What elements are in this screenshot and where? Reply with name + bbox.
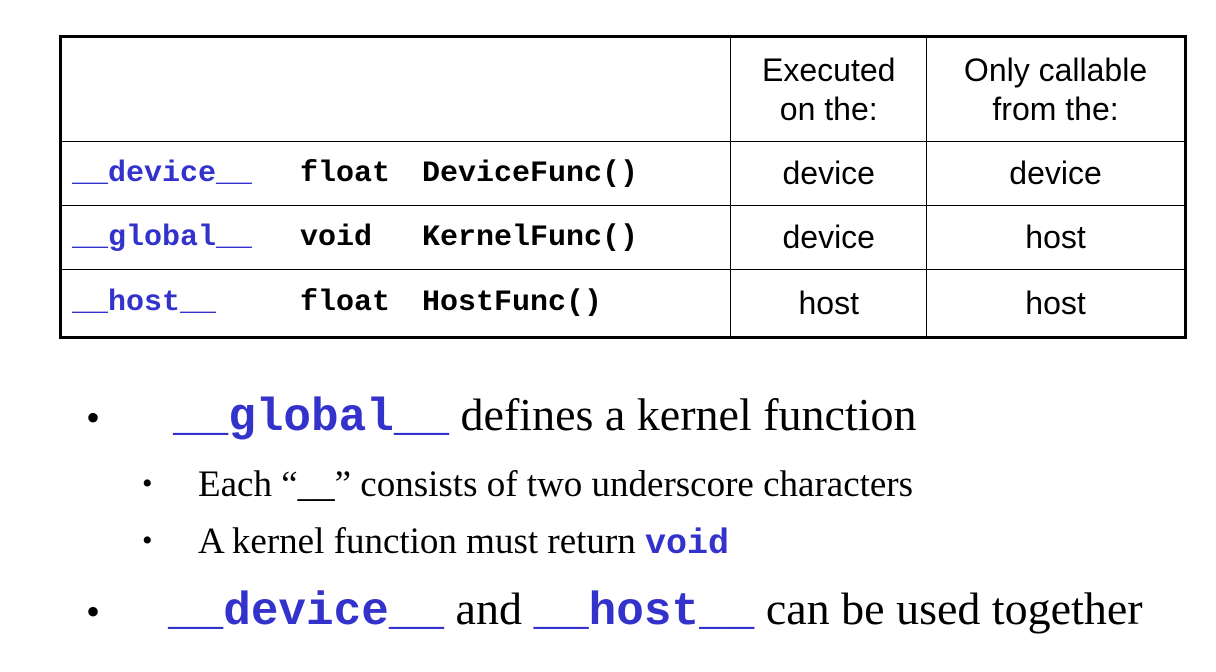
- cuda-function-qualifier-table: Executed on the: Only callable from the:…: [59, 35, 1187, 339]
- executed-on-cell: host: [730, 269, 928, 338]
- bullet-marker: •: [86, 395, 101, 440]
- void-keyword: void: [644, 524, 729, 564]
- bullet-marker: •: [142, 467, 153, 500]
- function-name: KernelFunc(): [422, 220, 639, 255]
- bullet-content: __global__ defines a kernel function: [173, 388, 917, 444]
- table-row: __device__ float DeviceFunc() device devic…: [59, 141, 1186, 206]
- executed-on-cell: device: [730, 205, 928, 270]
- callable-from-cell: device: [926, 141, 1186, 206]
- bullet-marker: •: [142, 524, 153, 557]
- callable-from-cell: host: [926, 205, 1186, 270]
- qualifier-keyword: __global__: [72, 220, 253, 255]
- qualifier-keyword: __device__: [72, 156, 253, 191]
- global-keyword: __global__: [173, 392, 450, 444]
- bullet-content: __device__ and __host__ can be used toge…: [168, 582, 1143, 638]
- return-type: void: [300, 220, 373, 255]
- table-row: __global__ void KernelFunc() device host: [59, 205, 1186, 270]
- bullet-text: can be used together: [754, 583, 1143, 634]
- declaration-cell: __host__ float HostFunc(): [59, 269, 732, 338]
- header-executed-on-line2: on the:: [779, 90, 878, 127]
- header-callable-from-line1: Only callable: [963, 51, 1148, 88]
- bullet-text: defines a kernel function: [449, 389, 917, 440]
- function-name: HostFunc(): [422, 286, 603, 320]
- header-callable-from: Only callable from the:: [926, 36, 1186, 142]
- bullet-middle-text: and: [444, 583, 534, 634]
- bullet-text: A kernel function must return: [198, 521, 645, 562]
- declaration-cell: __device__ float DeviceFunc(): [59, 141, 732, 206]
- device-keyword: __device__: [168, 586, 445, 638]
- table-row: __host__ float HostFunc() host host: [59, 269, 1186, 338]
- declaration-cell: __global__ void KernelFunc(): [59, 205, 732, 270]
- executed-on-cell: device: [730, 141, 928, 206]
- header-declaration: [59, 36, 732, 142]
- header-callable-from-line2: from the:: [992, 90, 1119, 127]
- return-type: float: [300, 286, 391, 320]
- bullet-content: A kernel function must return void: [198, 520, 729, 564]
- callable-from-cell: host: [926, 269, 1186, 338]
- function-name: DeviceFunc(): [422, 156, 639, 191]
- table-header-row: Executed on the: Only callable from the:: [59, 36, 1186, 142]
- bullet-marker: •: [86, 589, 101, 634]
- return-type: float: [300, 156, 391, 191]
- header-executed-on: Executed on the:: [730, 36, 928, 142]
- header-executed-on-line1: Executed: [762, 51, 896, 88]
- host-keyword: __host__: [533, 586, 755, 638]
- qualifier-keyword: __host__: [72, 286, 217, 320]
- bullet-text: Each “__” consists of two underscore cha…: [198, 464, 914, 505]
